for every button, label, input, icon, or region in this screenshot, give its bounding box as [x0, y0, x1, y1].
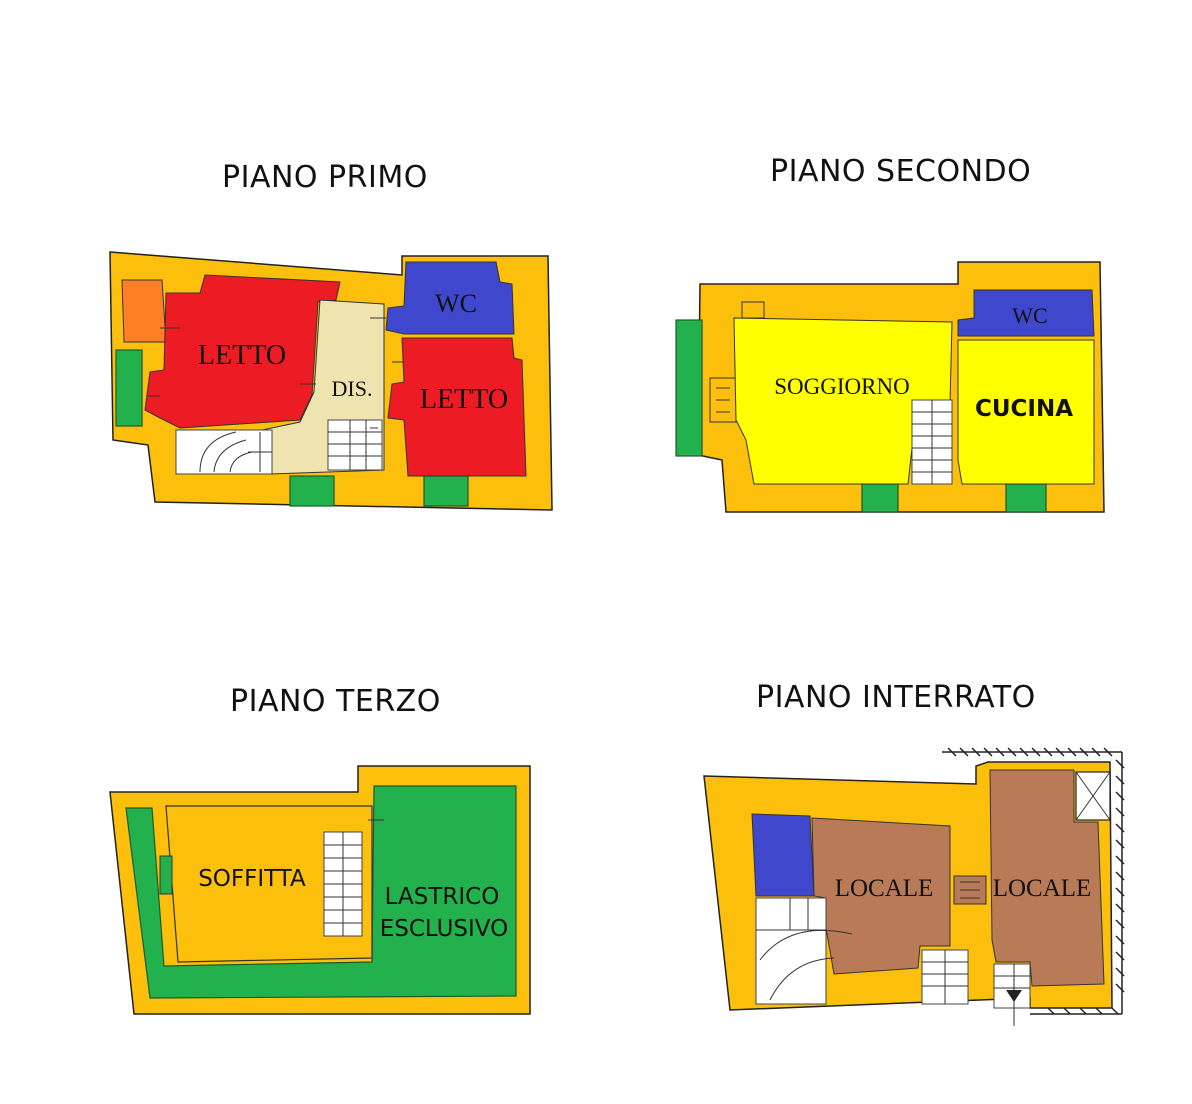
- window: [1005, 483, 1047, 513]
- room-label-wc: WC: [1012, 303, 1047, 328]
- room-wc: [385, 261, 515, 335]
- window: [423, 475, 469, 507]
- window: [675, 319, 703, 457]
- floor-title-terzo: PIANO TERZO: [230, 684, 441, 719]
- room-letto-left: [144, 274, 341, 429]
- window: [861, 483, 899, 513]
- room-label-wc: WC: [435, 289, 477, 318]
- closet-room: [121, 279, 167, 343]
- room-label-soggiorno: SOGGIORNO: [774, 374, 909, 399]
- room-locale-left: [811, 817, 951, 975]
- room-label-soffitta: SOFFITTA: [198, 866, 306, 892]
- staircase: [993, 963, 1031, 1009]
- room-cucina: [957, 339, 1095, 485]
- room-label-letto-left: LETTO: [198, 340, 286, 371]
- room-label-cucina: CUCINA: [975, 396, 1073, 422]
- room-label-locale-right: LOCALE: [993, 875, 1092, 902]
- room-label-lastrico-line1: LASTRICO: [385, 884, 500, 910]
- room-lastrico: [125, 785, 517, 999]
- ground-hatch: [942, 747, 1125, 1015]
- room-wc: [957, 289, 1095, 337]
- room-locale-right: [989, 769, 1105, 987]
- window: [289, 475, 335, 507]
- room-label-locale-left: LOCALE: [835, 875, 934, 902]
- floor-title-secondo: PIANO SECONDO: [770, 154, 1032, 189]
- room-label-dis: DIS.: [332, 376, 373, 401]
- room-wc: [751, 813, 815, 897]
- floor-title-interrato: PIANO INTERRATO: [756, 680, 1036, 715]
- room-soggiorno: [733, 317, 953, 485]
- room-soffitta: [165, 805, 373, 963]
- window: [115, 349, 143, 427]
- room-label-lastrico-line2: ESCLUSIVO: [380, 916, 509, 942]
- room-letto-right: [387, 337, 527, 477]
- staircase: [755, 897, 827, 1005]
- floor-title-primo: PIANO PRIMO: [222, 160, 428, 195]
- room-label-letto-right: LETTO: [420, 384, 508, 415]
